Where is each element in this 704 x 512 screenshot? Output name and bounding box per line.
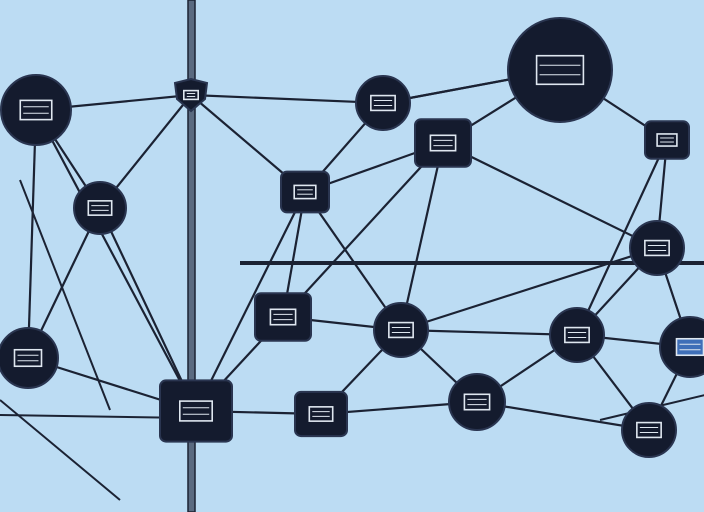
shield-icon[interactable]	[173, 77, 209, 113]
document-icon[interactable]	[73, 181, 127, 235]
edge-stray-0	[0, 399, 121, 501]
edge-shield-display-small	[190, 93, 384, 105]
edge-server-panel-hourglass-node	[442, 142, 658, 249]
edge-laptop-headset-node	[26, 109, 38, 359]
edge-stray-1	[19, 179, 111, 411]
nodes	[0, 17, 704, 458]
cloud-icon[interactable]	[373, 302, 429, 358]
panel-icon[interactable]	[549, 307, 605, 363]
edge-book-node-computer-box	[195, 191, 306, 412]
laptop-icon[interactable]	[0, 74, 72, 146]
server-icon[interactable]	[414, 118, 472, 168]
computer-icon[interactable]	[159, 379, 233, 443]
edge-list-node-computer-box	[99, 207, 197, 412]
router-icon[interactable]	[507, 17, 613, 123]
wifi-lock-icon[interactable]	[621, 402, 677, 458]
phone-icon[interactable]	[448, 373, 506, 431]
edge-laptop-computer-box	[35, 109, 197, 412]
window-icon[interactable]	[254, 292, 312, 342]
book-icon[interactable]	[280, 170, 330, 214]
storage-icon[interactable]	[294, 390, 348, 438]
edge-dome-node-panel-node	[400, 328, 578, 337]
device-icon[interactable]	[659, 316, 704, 378]
monitor-icon[interactable]	[355, 75, 411, 131]
printer-icon[interactable]	[644, 120, 690, 160]
headset-icon[interactable]	[0, 327, 59, 389]
hourglass-icon[interactable]	[629, 220, 685, 276]
edge-stray-2	[0, 414, 191, 419]
edge-server-panel-window-node	[282, 142, 444, 318]
edge-server-panel-dome-node	[399, 142, 445, 331]
vertical-pole	[187, 0, 196, 512]
edge-phone-node-wifi-lock-node	[476, 400, 650, 432]
edge-printer-panel-node	[576, 139, 668, 336]
